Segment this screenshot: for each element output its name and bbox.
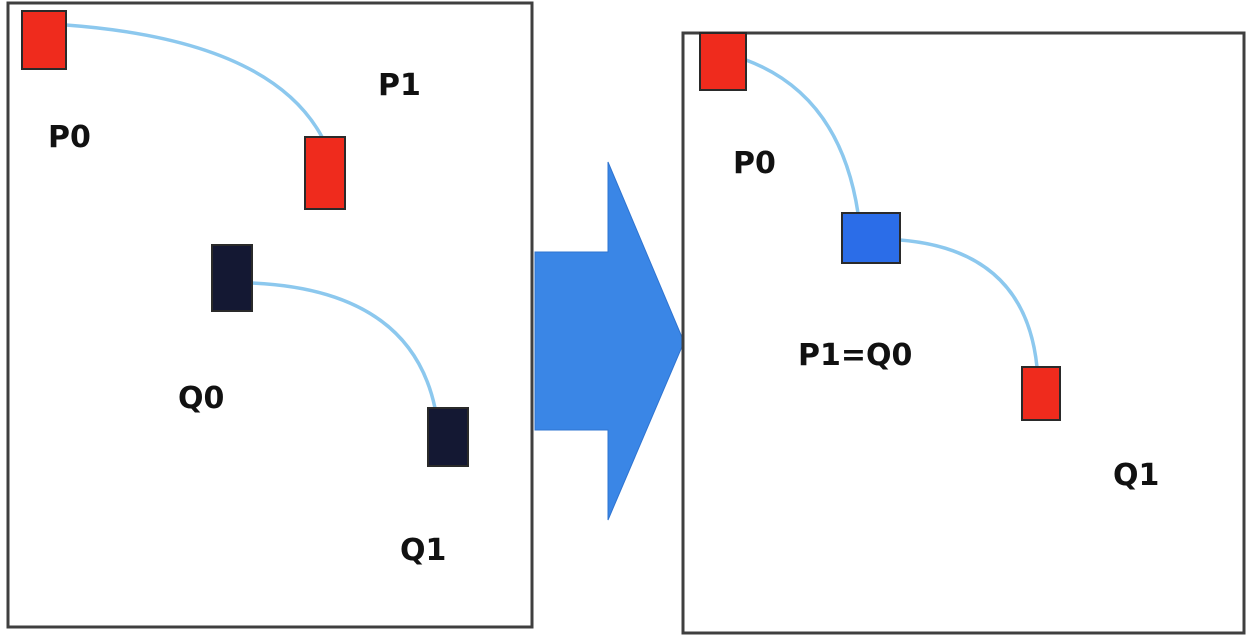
transform-arrow-icon <box>534 161 685 521</box>
point-q1-after <box>1021 366 1061 421</box>
point-q1 <box>427 407 469 467</box>
label-p0-after: P0 <box>733 146 776 181</box>
label-q0: Q0 <box>178 381 224 416</box>
label-joint: P1=Q0 <box>798 338 912 373</box>
label-p0: P0 <box>48 120 91 155</box>
label-q1-after: Q1 <box>1113 458 1159 493</box>
before-panel-frame <box>6 1 534 629</box>
point-p0 <box>21 10 67 70</box>
after-panel: P0 P1=Q0 Q1 <box>681 31 1246 635</box>
point-joint <box>841 212 901 264</box>
point-p0-after <box>699 32 747 91</box>
curve-p-joined <box>745 58 860 214</box>
curve-p <box>65 23 324 138</box>
after-panel-frame <box>681 31 1246 635</box>
point-p1 <box>304 136 346 210</box>
before-panel: P0 P1 Q0 Q1 <box>6 1 534 629</box>
curve-q <box>251 281 437 409</box>
label-p1: P1 <box>378 68 421 103</box>
label-q1: Q1 <box>400 533 446 568</box>
curve-q-joined <box>899 238 1039 368</box>
point-q0 <box>211 244 253 312</box>
